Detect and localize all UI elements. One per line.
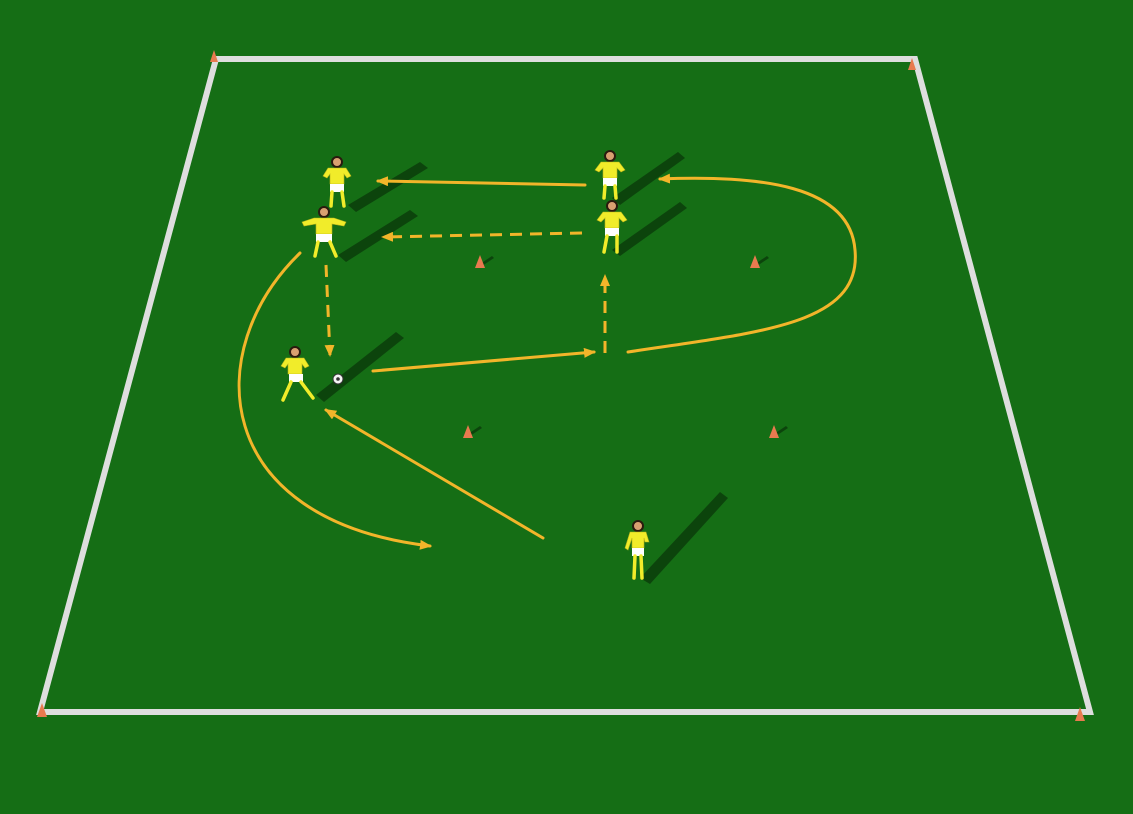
soccer-ball (333, 374, 343, 384)
